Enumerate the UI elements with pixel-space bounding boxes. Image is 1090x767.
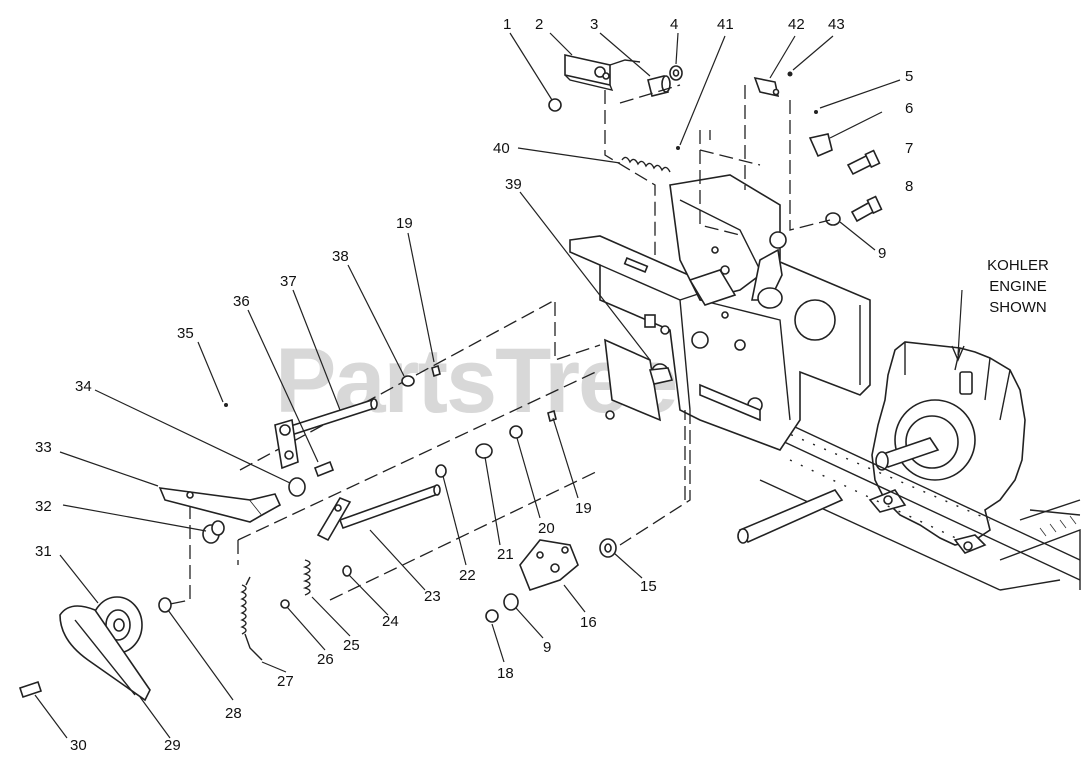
callout-26: 26 [317,651,334,668]
leader-lines [34,32,965,739]
assembly-guide-lines [164,84,831,606]
callout-28: 28 [225,705,242,722]
callout-9-lower: 9 [543,639,551,656]
callout-16: 16 [580,614,597,631]
callout-8: 8 [905,178,913,195]
callout-15: 15 [640,578,657,595]
mounting-plate [569,235,871,451]
engine-note-line-2: ENGINE [989,278,1047,295]
engine-note-line-3: SHOWN [989,299,1047,316]
callout-38: 38 [332,248,349,265]
callout-37: 37 [280,273,297,290]
callout-43: 43 [828,16,845,33]
callout-19-lower: 19 [575,500,592,517]
callout-36: 36 [233,293,250,310]
callout-40: 40 [493,140,510,157]
frame-rails [737,419,1081,591]
callout-5: 5 [905,68,913,85]
callout-18: 18 [497,665,514,682]
callout-33: 33 [35,439,52,456]
callout-1: 1 [503,16,511,33]
callout-3: 3 [590,16,598,33]
callout-32: 32 [35,498,52,515]
callout-4: 4 [670,16,678,33]
callout-27: 27 [277,673,294,690]
callout-39: 39 [505,176,522,193]
callout-19-upper: 19 [396,215,413,232]
callout-24: 24 [382,613,399,630]
callout-6: 6 [905,100,913,117]
callout-35: 35 [177,325,194,342]
engine-note: KOHLER ENGINE SHOWN [987,257,1049,316]
callout-21: 21 [497,546,514,563]
callout-29: 29 [164,737,181,754]
callout-7: 7 [905,140,913,157]
callout-23: 23 [424,588,441,605]
callout-labels: 1 2 3 4 41 42 43 5 6 7 8 9 40 39 19 38 3… [35,16,913,754]
callout-22: 22 [459,567,476,584]
callout-2: 2 [535,16,543,33]
callout-42: 42 [788,16,805,33]
callout-9: 9 [878,245,886,262]
callout-31: 31 [35,543,52,560]
callout-30: 30 [70,737,87,754]
callout-25: 25 [343,637,360,654]
callout-34: 34 [75,378,92,395]
engine-note-line-1: KOHLER [987,257,1049,274]
linkage-parts [18,364,617,702]
callout-41: 41 [717,16,734,33]
engine-illustration [868,341,1026,554]
callout-20: 20 [538,520,555,537]
